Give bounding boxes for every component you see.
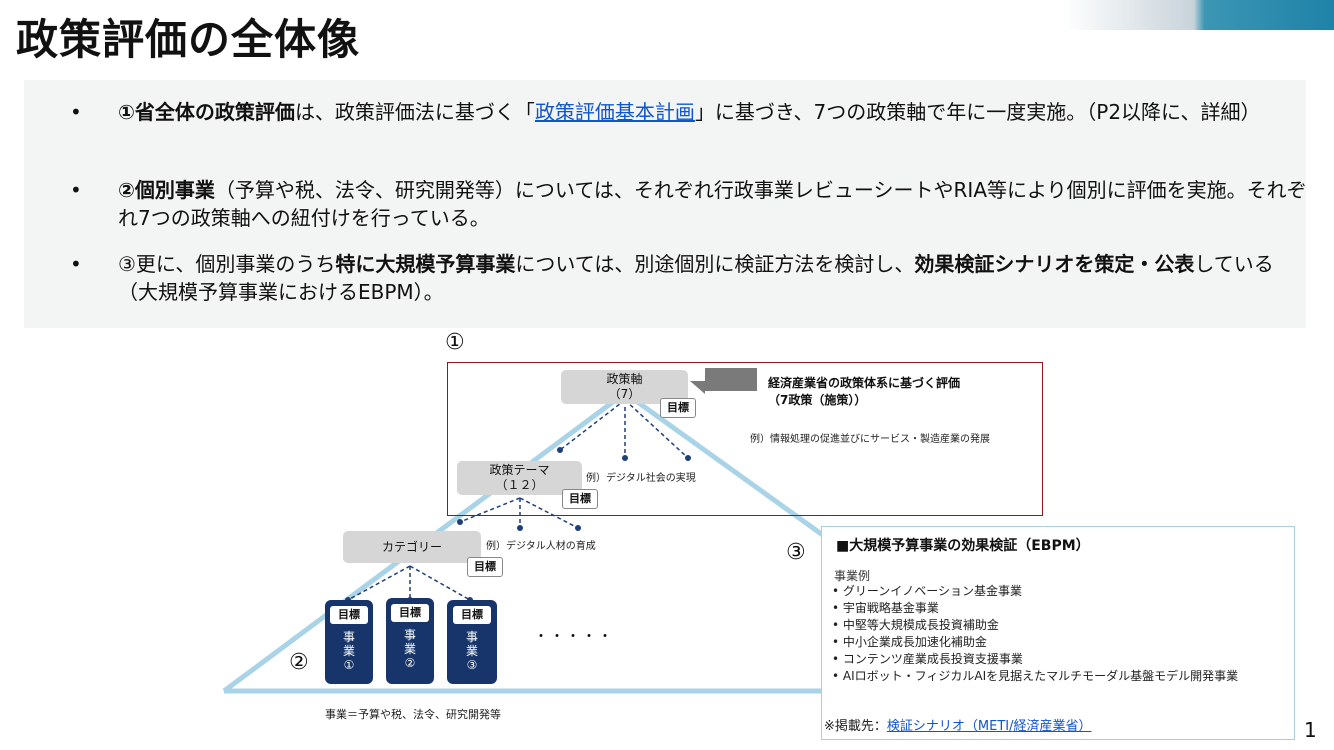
list-item: • AIロボット・フィジカルAIを見据えたマルチモーダル基盤モデル開発事業: [832, 669, 1239, 683]
label-circle-2: ②: [289, 650, 309, 675]
example-policy: 例）情報処理の促進並びにサービス・製造産業の発展: [750, 434, 990, 445]
bullet-3-bold-1: 特に大規模予算事業: [335, 252, 516, 276]
summary-box: • ①省全体の政策評価は、政策評価法に基づく「政策評価基本計画」に基づき、7つの…: [24, 80, 1308, 328]
ministry-evaluation-box: [447, 362, 1043, 516]
goal-tag: 目標: [453, 606, 491, 624]
business-definition-note: 事業＝予算や税、法令、研究開発等: [325, 708, 501, 721]
goal-tag: 目標: [562, 489, 598, 509]
arrow-description-line-1: 経済産業省の政策体系に基づく評価: [768, 376, 961, 390]
bullet-2-text: （予算や税、法令、研究開発等）については、それぞれ行政事業レビューシートやRIA…: [118, 178, 1307, 230]
bullet-marker: •: [70, 178, 82, 202]
node-policy-theme-count: （１２）: [495, 478, 544, 492]
arrow-shape: [690, 368, 757, 394]
ebpm-subheading: 事業例: [834, 569, 871, 583]
ellipsis: ・・・・・: [534, 629, 614, 645]
policy-plan-link[interactable]: 政策評価基本計画: [534, 100, 695, 124]
business-card-3: 目標 事 業 ③: [447, 600, 497, 684]
business-char: 業: [465, 644, 478, 658]
node-policy-axis-count: （7）: [608, 387, 641, 401]
business-char: ③: [466, 658, 478, 672]
dashed-connectors: [347, 399, 689, 601]
bullet-marker: •: [70, 252, 82, 276]
page-title: 政策評価の全体像: [16, 15, 361, 64]
bullet-3-bold-2: 効果検証シナリオを策定・公表: [914, 252, 1195, 276]
node-policy-theme: 政策テーマ （１２）: [457, 461, 582, 495]
corner-decoration: [1064, 0, 1334, 30]
bullet-1: ①省全体の政策評価は、政策評価法に基づく「政策評価基本計画」に基づき、7つの政策…: [118, 98, 1308, 126]
list-item: • 宇宙戦略基金事業: [832, 601, 939, 615]
list-item: • コンテンツ産業成長投資支援事業: [832, 652, 1023, 666]
arrow-description-line-2: （7政策（施策））: [768, 393, 867, 407]
goal-tag: 目標: [391, 604, 429, 622]
business-char: 事: [465, 630, 478, 644]
arrow-description: 経済産業省の政策体系に基づく評価 （7政策（施策））: [768, 375, 960, 409]
business-char: 事: [342, 630, 355, 644]
example-category: 例）デジタル人材の育成: [486, 541, 596, 552]
bullet-3: ③更に、個別事業のうち特に大規模予算事業については、別途個別に検証方法を検討し、…: [118, 250, 1308, 306]
bullet-marker: •: [70, 100, 82, 124]
goal-tag: 目標: [330, 606, 368, 624]
business-char: ①: [343, 658, 355, 672]
list-item: • 中小企業成長加速化補助金: [832, 635, 987, 649]
business-char: 事: [403, 628, 416, 642]
business-char: 業: [403, 642, 416, 656]
label-circle-1: ①: [445, 330, 465, 355]
ebpm-box: ■大規模予算事業の効果検証（EBPM） 事業例 • グリーンイノベーション基金事…: [821, 526, 1295, 740]
bullet-3-text-1: については、別途個別に検証方法を検討し、: [515, 252, 915, 276]
list-item: • グリーンイノベーション基金事業: [832, 584, 1023, 598]
ebpm-heading: ■大規模予算事業の効果検証（EBPM）: [836, 538, 1090, 554]
list-item: • 中堅等大規模成長投資補助金: [832, 618, 999, 632]
node-policy-axis-label: 政策軸: [606, 372, 643, 386]
example-theme: 例）デジタル社会の実現: [586, 473, 696, 484]
bullet-1-bold: ①省全体の政策評価: [118, 100, 295, 124]
bullet-2-bold: ②個別事業: [118, 178, 215, 202]
bullet-1-text: は、政策評価法に基づく「: [294, 100, 535, 124]
label-circle-3: ③: [786, 540, 806, 565]
bullet-1-text-2: 」に基づき、7つの政策軸で年に一度実施。（P2以降に、詳細）: [694, 100, 1261, 124]
goal-tag: 目標: [660, 398, 696, 418]
business-char: ②: [404, 656, 416, 670]
goal-tag: 目標: [467, 557, 503, 577]
page-number: 1: [1304, 718, 1317, 742]
node-category: カテゴリー: [343, 531, 481, 563]
bullet-3-text-2: している（大規模予算事業におけるEBPM）。: [118, 252, 1274, 304]
node-policy-theme-label: 政策テーマ: [489, 463, 550, 477]
verification-scenario-link[interactable]: 検証シナリオ（METI/経済産業省）: [886, 719, 1092, 734]
bullet-2: ②個別事業（予算や税、法令、研究開発等）については、それぞれ行政事業レビューシー…: [118, 176, 1308, 232]
ebpm-source-prefix: ※掲載先：: [824, 719, 887, 734]
business-card-1: 目標 事 業 ①: [325, 600, 373, 684]
ebpm-list: • グリーンイノベーション基金事業 • 宇宙戦略基金事業 • 中堅等大規模成長投…: [832, 583, 1287, 685]
business-card-2: 目標 事 業 ②: [386, 598, 434, 684]
bullet-3-text-0: ③更に、個別事業のうち: [118, 252, 336, 276]
business-char: 業: [342, 644, 355, 658]
ebpm-source: ※掲載先：検証シナリオ（METI/経済産業省）: [824, 715, 1092, 734]
